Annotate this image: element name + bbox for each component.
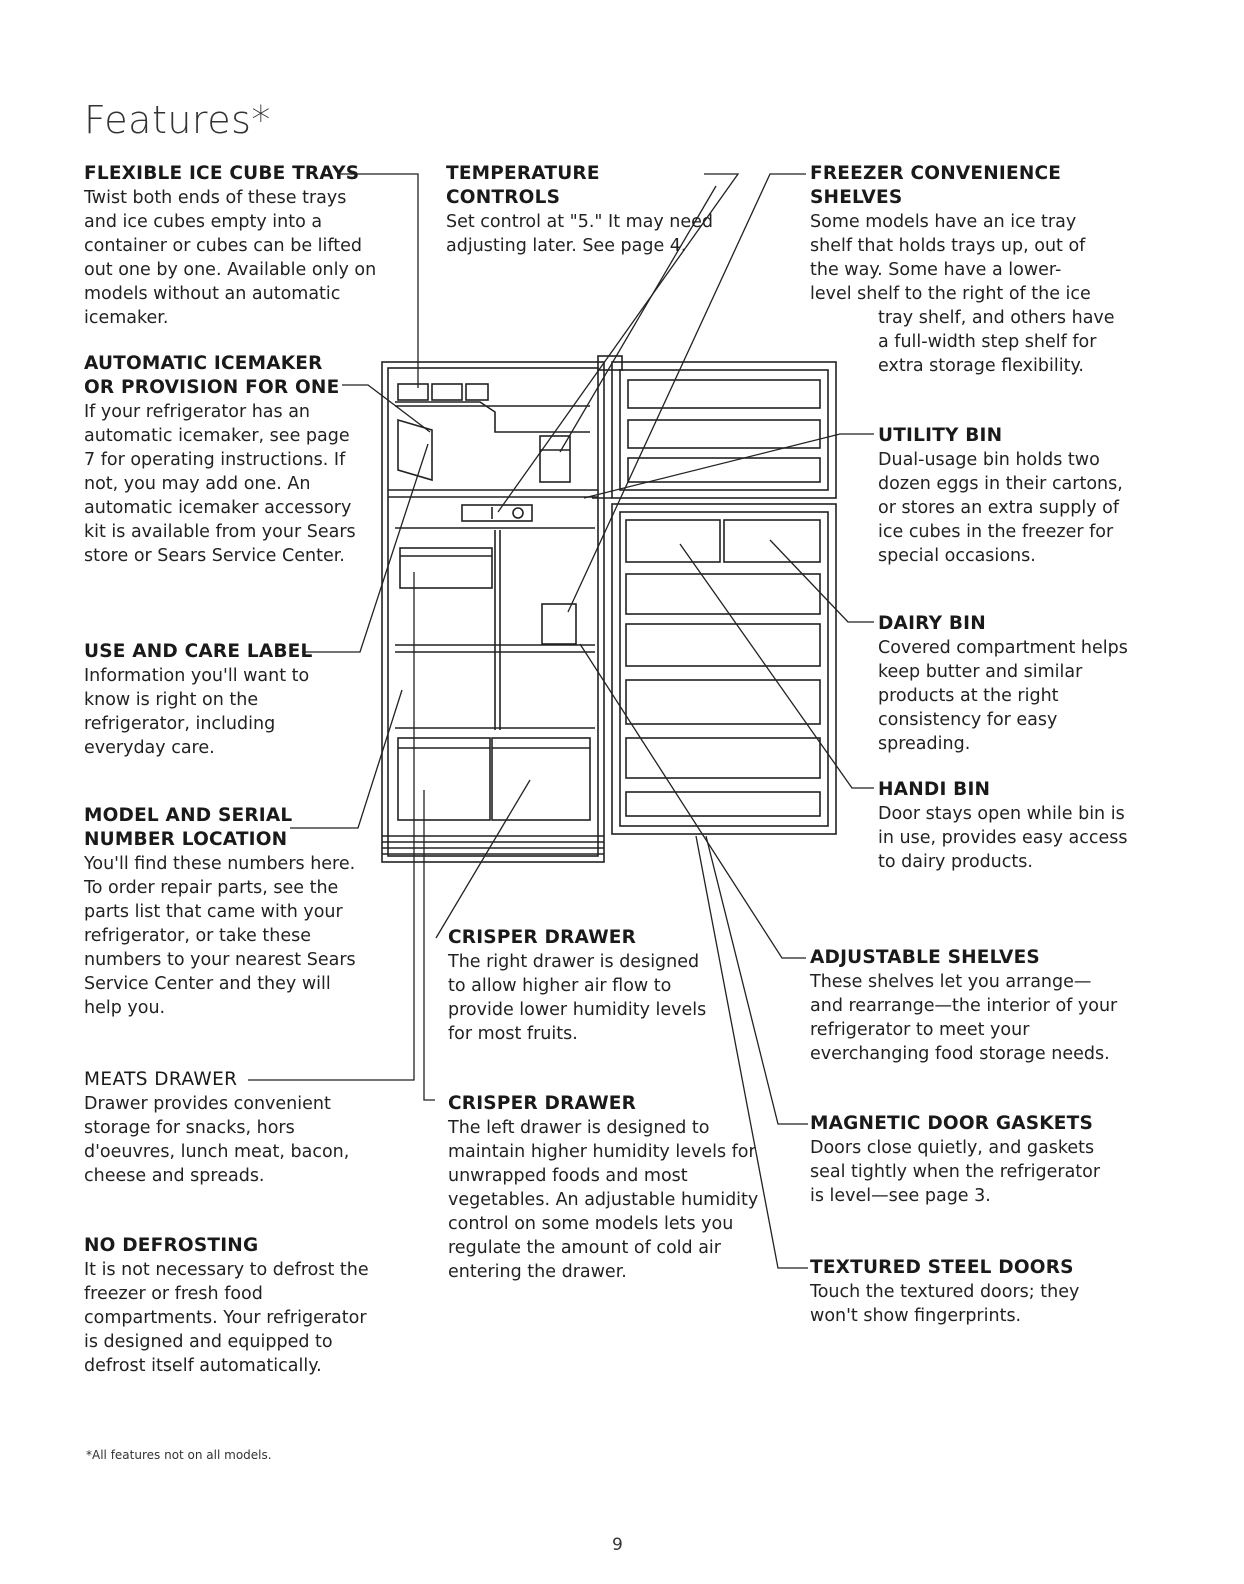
feature-heading: CRISPER DRAWER xyxy=(448,927,637,948)
feature-heading-line: FREEZER CONVENIENCE xyxy=(810,163,1062,184)
feature-heading: MODEL AND SERIAL NUMBER LOCATION xyxy=(84,804,374,852)
feature-no-defrosting: NO DEFROSTING It is not necessary to def… xyxy=(84,1234,384,1378)
feature-description: If your refrigerator has an automatic ic… xyxy=(84,402,356,566)
feature-description-continued: tray shelf, and others have a full-width… xyxy=(878,308,1115,376)
feature-description: Covered compartment helps keep butter an… xyxy=(878,638,1128,754)
feature-description: It is not necessary to defrost the freez… xyxy=(84,1260,369,1376)
feature-textured-steel-doors: TEXTURED STEEL DOORS Touch the textured … xyxy=(810,1256,1130,1328)
feature-description: The left drawer is designed to maintain … xyxy=(448,1118,759,1282)
footnote: *All features not on all models. xyxy=(86,1448,272,1462)
feature-heading: ADJUSTABLE SHELVES xyxy=(810,947,1040,968)
feature-heading: TEXTURED STEEL DOORS xyxy=(810,1257,1074,1278)
page-number: 9 xyxy=(612,1535,623,1555)
feature-utility-bin: UTILITY BIN Dual-usage bin holds two doz… xyxy=(878,424,1148,568)
feature-heading-line: NUMBER LOCATION xyxy=(84,829,288,850)
feature-heading: FLEXIBLE ICE CUBE TRAYS xyxy=(84,163,360,184)
feature-dairy-bin: DAIRY BIN Covered compartment helps keep… xyxy=(878,612,1148,756)
feature-description: Door stays open while bin is in use, pro… xyxy=(878,804,1128,872)
feature-description: Information you'll want to know is right… xyxy=(84,666,310,758)
feature-heading-line: OR PROVISION FOR ONE xyxy=(84,377,340,398)
feature-heading: UTILITY BIN xyxy=(878,425,1003,446)
feature-description: The right drawer is designed to allow hi… xyxy=(448,952,707,1044)
feature-adjustable-shelves: ADJUSTABLE SHELVES These shelves let you… xyxy=(810,946,1130,1066)
feature-description: Doors close quietly, and gaskets seal ti… xyxy=(810,1138,1101,1206)
feature-handi-bin: HANDI BIN Door stays open while bin is i… xyxy=(878,778,1148,874)
feature-heading: MEATS DRAWER xyxy=(84,1069,238,1090)
feature-use-and-care-label: USE AND CARE LABEL Information you'll wa… xyxy=(84,640,344,760)
feature-heading: MAGNETIC DOOR GASKETS xyxy=(810,1113,1093,1134)
feature-heading: HANDI BIN xyxy=(878,779,991,800)
feature-description: Drawer provides convenient storage for s… xyxy=(84,1094,350,1186)
feature-heading-line: SHELVES xyxy=(810,187,903,208)
feature-description: Set control at "5." It may need adjustin… xyxy=(446,212,714,256)
feature-heading-line: MODEL AND SERIAL xyxy=(84,805,293,826)
feature-heading: DAIRY BIN xyxy=(878,613,986,634)
feature-model-and-serial: MODEL AND SERIAL NUMBER LOCATION You'll … xyxy=(84,804,374,1020)
feature-automatic-icemaker: AUTOMATIC ICEMAKER OR PROVISION FOR ONE … xyxy=(84,352,374,568)
feature-heading: CRISPER DRAWER xyxy=(448,1093,637,1114)
feature-heading: TEMPERATURE CONTROLS xyxy=(446,163,600,208)
feature-description: You'll find these numbers here. To order… xyxy=(84,854,356,1018)
feature-crisper-drawer-right: CRISPER DRAWER The right drawer is desig… xyxy=(448,926,718,1046)
feature-temperature-controls: TEMPERATURE CONTROLS Set control at "5."… xyxy=(446,162,716,258)
feature-heading: USE AND CARE LABEL xyxy=(84,641,313,662)
feature-freezer-convenience-shelves: FREEZER CONVENIENCE SHELVES Some models … xyxy=(810,162,1140,378)
feature-description: Twist both ends of these trays and ice c… xyxy=(84,188,377,328)
feature-description: Some models have an ice tray shelf that … xyxy=(810,212,1091,304)
page-title: Features* xyxy=(84,98,271,142)
feature-meats-drawer: MEATS DRAWER Drawer provides convenient … xyxy=(84,1068,394,1188)
feature-magnetic-door-gaskets: MAGNETIC DOOR GASKETS Doors close quietl… xyxy=(810,1112,1130,1208)
feature-heading: NO DEFROSTING xyxy=(84,1235,259,1256)
feature-heading-line: AUTOMATIC ICEMAKER xyxy=(84,353,323,374)
feature-crisper-drawer-left: CRISPER DRAWER The left drawer is design… xyxy=(448,1092,768,1284)
feature-flexible-ice-cube-trays: FLEXIBLE ICE CUBE TRAYS Twist both ends … xyxy=(84,162,404,330)
feature-description: Touch the textured doors; they won't sho… xyxy=(810,1282,1080,1326)
feature-heading: AUTOMATIC ICEMAKER OR PROVISION FOR ONE xyxy=(84,352,374,400)
feature-description: These shelves let you arrange—and rearra… xyxy=(810,972,1118,1064)
feature-description: Dual-usage bin holds two dozen eggs in t… xyxy=(878,450,1123,566)
feature-heading: FREEZER CONVENIENCE SHELVES xyxy=(810,162,1140,210)
